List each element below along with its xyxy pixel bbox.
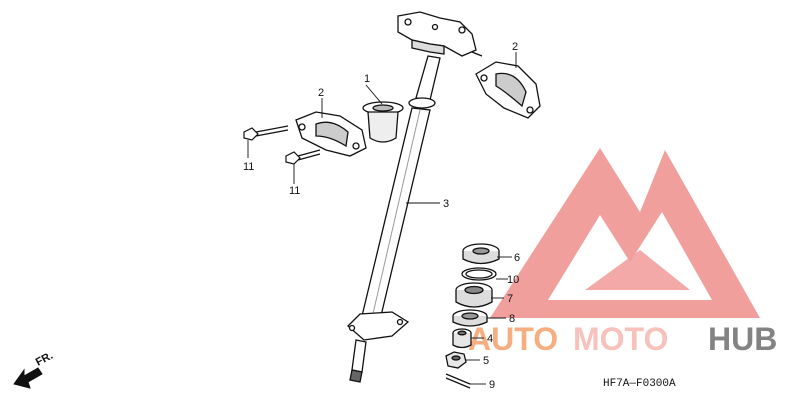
part-label-3: 3 [443, 198, 449, 210]
collar-spacer [452, 328, 472, 349]
watermark-triangle-outer [490, 148, 760, 318]
watermark-text-moto: MOTO [573, 321, 668, 357]
shaft-lower-flange [347, 311, 410, 341]
shaft-collar [408, 97, 436, 109]
front-arrow-icon [13, 367, 43, 389]
watermark-text-hub: HUB [708, 321, 777, 357]
part-label-2-left: 2 [318, 87, 324, 99]
front-direction-indicator: FR. [13, 350, 55, 389]
watermark-triangle-inner [585, 250, 690, 290]
lock-nut [445, 351, 467, 369]
flange-hole-left [348, 324, 356, 332]
diagram-code: HF7A—F0300A [603, 378, 676, 390]
flange-bolt-lower [285, 149, 321, 165]
part-label-11-upper: 11 [243, 161, 254, 173]
part-label-9: 9 [489, 379, 495, 391]
shaft-top-bracket-face [411, 39, 445, 55]
bracket-hole-left [404, 18, 412, 26]
part-label-4: 4 [487, 333, 493, 345]
front-direction-label: FR. [34, 350, 55, 369]
part-label-11-lower: 11 [289, 185, 300, 197]
bracket-hole-right [458, 26, 466, 34]
watermark-text-auto: AUTO [468, 321, 558, 357]
steering-bearing [455, 282, 493, 308]
flange-bolt-upper [243, 125, 289, 141]
lower-dust-seal [452, 309, 488, 327]
dust-seal [462, 243, 500, 265]
part-label-2-right: 2 [512, 41, 518, 53]
part-label-8: 8 [509, 313, 515, 325]
shaft-holder-left [295, 111, 367, 157]
shaft-threaded-tip [349, 369, 363, 383]
shaft-holder-right [475, 61, 541, 119]
shaft-spline-end [351, 339, 367, 373]
shaft-top-bracket [397, 11, 477, 57]
part-label-10: 10 [507, 274, 519, 286]
part-label-5: 5 [483, 355, 489, 367]
part-label-1: 1 [364, 73, 370, 85]
leader-lines [247, 52, 517, 385]
bracket-hole-mid [431, 23, 439, 31]
part-labels: 1 2 2 3 4 5 6 7 8 9 10 11 11 [243, 41, 520, 391]
part-label-6: 6 [514, 252, 520, 264]
steering-shaft [347, 11, 483, 383]
watermark-logo: AUTO MOTO HUB [468, 148, 777, 357]
bushing [362, 101, 404, 143]
shaft-upper-tube [415, 55, 441, 101]
circlip [461, 267, 497, 281]
part-label-7: 7 [507, 293, 513, 305]
cotter-pin [445, 373, 471, 389]
flange-hole-right [396, 318, 404, 326]
